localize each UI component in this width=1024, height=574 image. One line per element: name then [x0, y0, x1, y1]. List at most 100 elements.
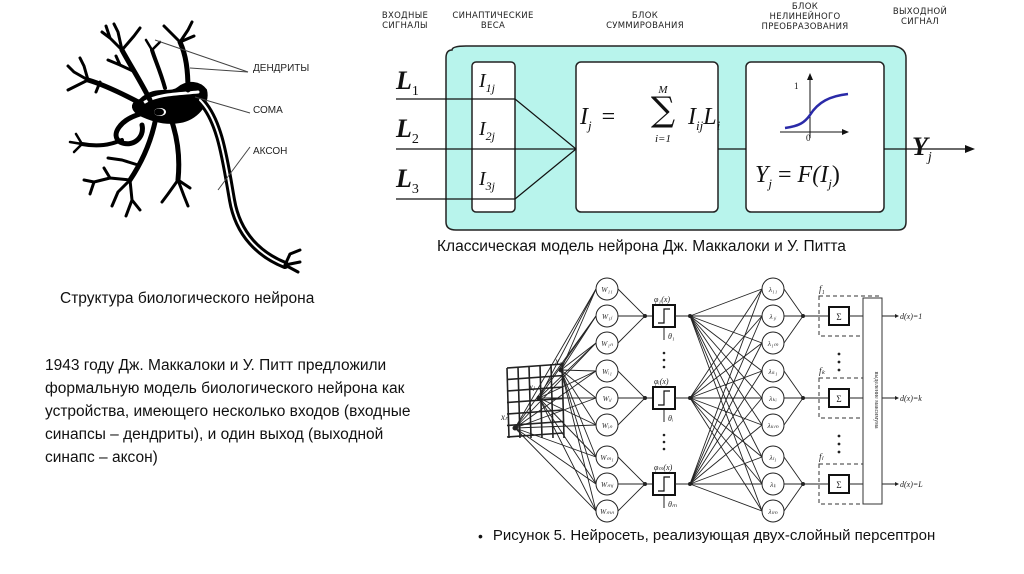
hidden-weight-label: W₁ₙ: [601, 339, 614, 348]
description-line: формальную модель биологического нейрона…: [45, 380, 405, 397]
weight-to-sum: [617, 456, 646, 485]
hidden-connection: [689, 315, 763, 458]
header-nonlinear-block: БЛОК НЕЛИНЕЙНОГО ПРЕОБРАЗОВАНИЯ: [761, 2, 849, 32]
input-connection: [560, 369, 597, 458]
ellipsis-dot: [837, 442, 841, 446]
hidden-connection: [689, 315, 763, 399]
input-connection: [560, 342, 597, 371]
output-weight-label: λ₁₁: [768, 285, 778, 294]
max-selector-label: выделение максимума: [873, 371, 879, 428]
theta-label: θ₁: [668, 332, 675, 341]
weight-to-sum: [783, 397, 804, 426]
input-connection: [538, 288, 597, 399]
label-soma: СОМА: [253, 105, 283, 116]
hidden-connection: [689, 315, 763, 344]
description-line: устройства, имеющего несколько входов (в…: [45, 403, 411, 420]
output-weight-label: λ₁ᵢ: [768, 312, 776, 321]
step-function-icon: [658, 476, 670, 492]
theta-label: θₘ: [668, 500, 677, 509]
perceptron-caption-text: Рисунок 5. Нейросеть, реализующая двух-с…: [492, 527, 936, 544]
input-L2: L2: [396, 114, 419, 148]
summation-block: [575, 61, 719, 213]
weight-to-sum: [617, 370, 646, 399]
ellipsis-dot: [662, 447, 666, 451]
hidden-connection: [689, 397, 763, 426]
ellipsis-dot: [837, 360, 841, 364]
input-connection: [514, 427, 597, 485]
input-connection: [514, 315, 597, 429]
input-connection: [538, 397, 597, 485]
grid-line: [506, 363, 564, 369]
output-label: d(x)=1: [900, 312, 922, 321]
ellipsis-dot: [837, 352, 841, 356]
axon-shape: [196, 96, 289, 269]
ellipsis-dot: [662, 433, 666, 437]
weight-to-sum: [617, 397, 646, 426]
sum-lower-limit: i=1: [655, 133, 671, 145]
input-connection: [560, 369, 597, 512]
summation-formula: Ij =: [580, 104, 616, 133]
weight-to-sum: [783, 315, 804, 344]
output-arrow: [895, 396, 899, 400]
ellipsis-dot: [662, 440, 666, 444]
weight-to-sum: [617, 483, 646, 512]
f-label: fₖ: [819, 366, 826, 376]
weight-to-sum: [617, 315, 646, 344]
description-paragraph: 1943 году Дж. Маккалоки и У. Питт предло…: [45, 354, 495, 469]
theta-label: θᵢ: [668, 414, 673, 423]
step-function-icon: [658, 390, 670, 406]
perceptron-caption: • Рисунок 5. Нейросеть, реализующая двух…: [478, 527, 935, 544]
weight-to-sum: [783, 370, 804, 399]
hidden-weight-label: Wₘₙ: [600, 507, 615, 516]
output-weight-label: λ₁ₘ: [767, 339, 779, 348]
hidden-weight-label: Wₘⱼ: [601, 480, 614, 489]
hidden-connection: [689, 370, 763, 399]
hidden-weight-label: Wᵢ₁: [602, 367, 612, 376]
sum-terms: IijLi: [688, 104, 721, 133]
perceptron-diagram: x₁xⱼxₙW₁₁W₁ⱼW₁ₙφ₁(x)θ₁Wᵢ₁WᵢⱼWᵢₙφᵢ(x)θᵢWₘ…: [500, 277, 923, 523]
sigmoid-curve: [784, 92, 849, 130]
output-weight-label: λₖ₁: [767, 367, 777, 376]
input-connection: [538, 397, 597, 512]
step-function-icon: [658, 308, 670, 324]
ellipsis-dot: [662, 358, 666, 362]
input-connection: [538, 397, 597, 458]
output-weight-label: λₖₘ: [766, 421, 778, 430]
input-connection: [514, 427, 597, 512]
input-connection: [514, 288, 597, 429]
hidden-connection: [689, 456, 763, 485]
hidden-connection: [689, 315, 763, 372]
output-weight-label: λₗₘ: [767, 507, 777, 516]
input-connection: [560, 369, 597, 426]
header-input-signals: ВХОДНЫЕ СИГНАЛЫ: [381, 11, 429, 31]
input-connection: [538, 370, 597, 399]
output-label: d(x)=k: [900, 394, 922, 403]
hidden-weight-label: W₁₁: [601, 285, 613, 294]
f-label: f₁: [819, 284, 825, 294]
output-weight-label: λₗ₁: [768, 453, 776, 462]
hidden-weight-label: Wᵢₙ: [602, 421, 613, 430]
grid-line: [517, 366, 521, 439]
sigma-symbol: ∑: [650, 90, 676, 130]
description-line: синапсы – дендриты), и один выход (выход…: [45, 426, 384, 443]
hidden-connection: [689, 288, 763, 317]
hidden-connection: [689, 397, 763, 485]
ellipsis-dot: [837, 368, 841, 372]
phi-label: φᵢ(x): [654, 377, 669, 386]
weight-I2j: I2j: [479, 118, 496, 143]
input-connection: [514, 424, 597, 429]
mcculloch-pitts-diagram: [396, 45, 975, 231]
input-label: xⱼ: [528, 382, 536, 392]
f-label: fₗ: [819, 452, 825, 462]
sum-symbol: Σ: [836, 312, 841, 322]
ellipsis-dot: [662, 351, 666, 355]
hidden-weight-label: Wᵢⱼ: [603, 394, 612, 403]
activation-block: [745, 61, 885, 213]
input-L3: L3: [396, 164, 419, 198]
header-summation-block: БЛОК СУММИРОВАНИЯ: [606, 11, 684, 31]
header-output-signal: ВЫХОДНОЙ СИГНАЛ: [892, 7, 948, 27]
weight-I1j: I1j: [479, 70, 496, 95]
biological-neuron-diagram: [66, 20, 302, 274]
hidden-weight-label: Wₘ₁: [600, 453, 614, 462]
output-weight-label: λₖᵢ: [768, 394, 777, 403]
